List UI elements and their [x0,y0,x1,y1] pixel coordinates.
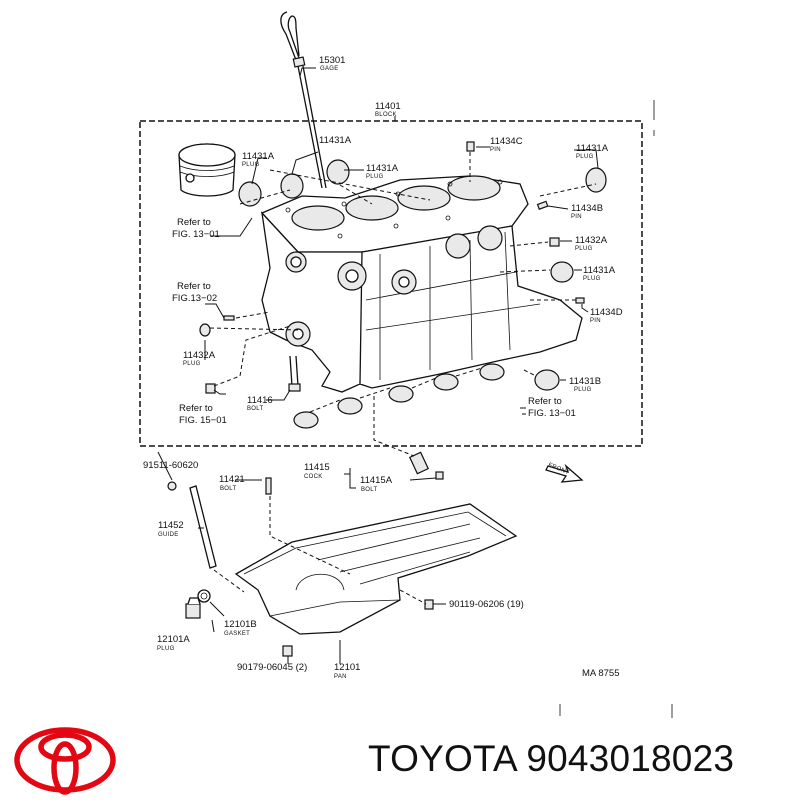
oil-pan [234,503,518,635]
frame-corner-marks [559,100,673,718]
label-12101-name: PAN [334,674,347,680]
plug-11431a-left [238,181,262,207]
label-11432a-right-code: 11432A [575,235,608,246]
label-11421-name: BOLT [220,486,236,492]
label-12101-code: 12101 [334,662,360,673]
refer-3-line1: Refer to [179,403,213,414]
label-11452-name: GUIDE [158,532,179,538]
dipstick-gage [280,11,327,189]
refer-2-line2: FIG.13−02 [172,293,217,304]
label-11434b-name: PIN [571,214,582,220]
label-11401-code: 11401 [375,101,401,112]
label-11415-code: 11415 [304,462,330,473]
refer-1-line2: FIG. 13−01 [172,229,220,240]
label-12101a-code: 12101A [157,634,190,645]
plug-11431b [534,369,560,391]
bolt-90119 [424,599,434,610]
label-11415a-code: 11415A [360,475,393,486]
plug-11431a-center-left [280,173,304,199]
label-11431b-code: 11431B [569,376,601,387]
plug-11432a-right [549,237,560,247]
bearing-shells [293,363,505,429]
dashed-guides [209,152,597,605]
pin-11434d [575,297,585,304]
label-90119-code: 90119-06206 (19) [449,599,524,610]
label-11432a-left-name: PLUG [183,361,201,367]
reference-notes: Refer to FIG. 13−01 Refer to FIG.13−02 R… [172,217,576,426]
label-11431a-3-code: 11431A [366,163,399,174]
block-group-frame [139,120,643,447]
plug-left-fig15-01 [205,383,216,394]
label-11431a-1-code: 11431A [242,151,275,162]
label-11431a-3-name: PLUG [366,174,384,180]
label-15301-code: 15301 [319,55,345,66]
label-11415a-name: BOLT [361,487,377,493]
label-15301-name: GAGE [320,66,339,72]
bolt-11421 [265,477,272,495]
label-11432a-left-code: 11432A [183,350,216,361]
label-11431a-5-code: 11431A [583,265,616,276]
plug-11431a-center [326,159,350,185]
refer-1-line1: Refer to [177,217,211,228]
label-12101b-name: GASKET [224,631,250,637]
leader-lines [157,67,599,664]
label-11431a-2-code: 11431A [319,135,352,146]
bolt-11416 [288,355,301,392]
label-11431a-4-name: PLUG [576,154,594,160]
label-11416-code: 11416 [247,395,273,406]
front-arrow-icon [545,463,584,483]
toyota-logo [14,727,116,795]
refer-3-line2: FIG. 15−01 [179,415,227,426]
brand-part-number-label: TOYOTA 9043018023 [368,738,735,779]
engine-block [260,175,583,393]
refer-4-line1: Refer to [528,396,562,407]
cock-11415 [408,451,444,480]
label-11431a-1-name: PLUG [242,162,260,168]
refer-2-line1: Refer to [177,281,211,292]
label-11434c-code: 11434C [490,136,523,147]
diagram-id: MA 8755 [582,668,620,679]
label-11431b-name: PLUG [574,387,592,393]
label-91511-code: 91511-60620 [143,460,198,471]
plug-11431a-right-top [585,167,607,193]
label-11434c-name: PIN [490,147,501,153]
refer-4-line2: FIG. 13−01 [528,408,576,419]
label-11431a-4-code: 11431A [576,143,609,154]
label-11432a-right-name: PLUG [575,246,593,252]
guide-11452 [167,481,217,569]
gasket-12101b [197,589,211,603]
label-12101a-name: PLUG [157,646,175,652]
pin-11434c [466,141,475,152]
label-11415-name: COCK [304,474,323,480]
label-90179-code: 90179-06045 (2) [237,662,307,673]
drain-bolt-12101a [185,597,201,619]
label-11431a-5-name: PLUG [583,276,601,282]
pin-11434b [536,200,549,210]
label-11401-name: BLOCK [375,112,397,118]
label-11434d-name: PIN [590,318,601,324]
label-11416-name: BOLT [247,406,263,412]
piston-reference-drawing [178,143,236,197]
label-12101b-code: 12101B [224,619,257,630]
part-labels: 15301 GAGE 11401 BLOCK 11431A PLUG 11431… [143,55,623,680]
plug-11432a-left [199,323,211,337]
pin-left-fig13-02 [223,315,235,321]
plug-11431a-right-mid [550,261,574,283]
label-11434d-code: 11434D [590,307,623,318]
label-11452-code: 11452 [158,520,184,531]
label-11421-code: 11421 [219,474,245,485]
label-11434b-code: 11434B [571,203,603,214]
bolt-90179 [282,645,293,657]
